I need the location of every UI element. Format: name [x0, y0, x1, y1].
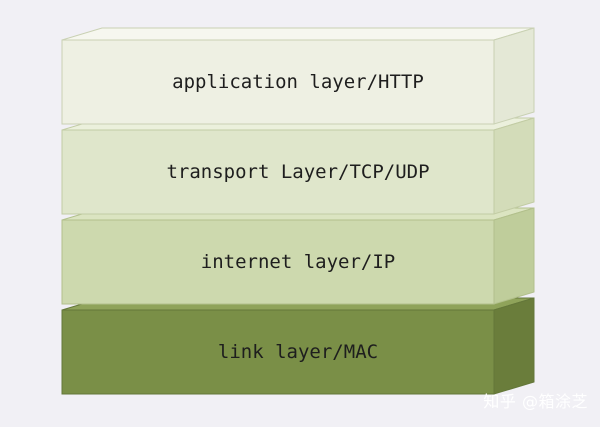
layer-side-face	[494, 298, 534, 394]
layer-block-3: link layer/MAC	[62, 298, 534, 394]
layer-side-face	[494, 28, 534, 124]
layer-block-0: application layer/HTTP	[62, 28, 534, 124]
layer-side-face	[494, 208, 534, 304]
layer-label: link layer/MAC	[218, 341, 378, 363]
layer-label: transport Layer/TCP/UDP	[166, 161, 429, 183]
layer-block-2: internet layer/IP	[62, 208, 534, 304]
layer-side-face	[494, 118, 534, 214]
layer-label: internet layer/IP	[201, 251, 395, 273]
layer-top-face	[62, 28, 534, 40]
layer-block-1: transport Layer/TCP/UDP	[62, 118, 534, 214]
watermark: 知乎 @箱涂芝	[483, 388, 588, 412]
layer-label: application layer/HTTP	[172, 71, 424, 93]
